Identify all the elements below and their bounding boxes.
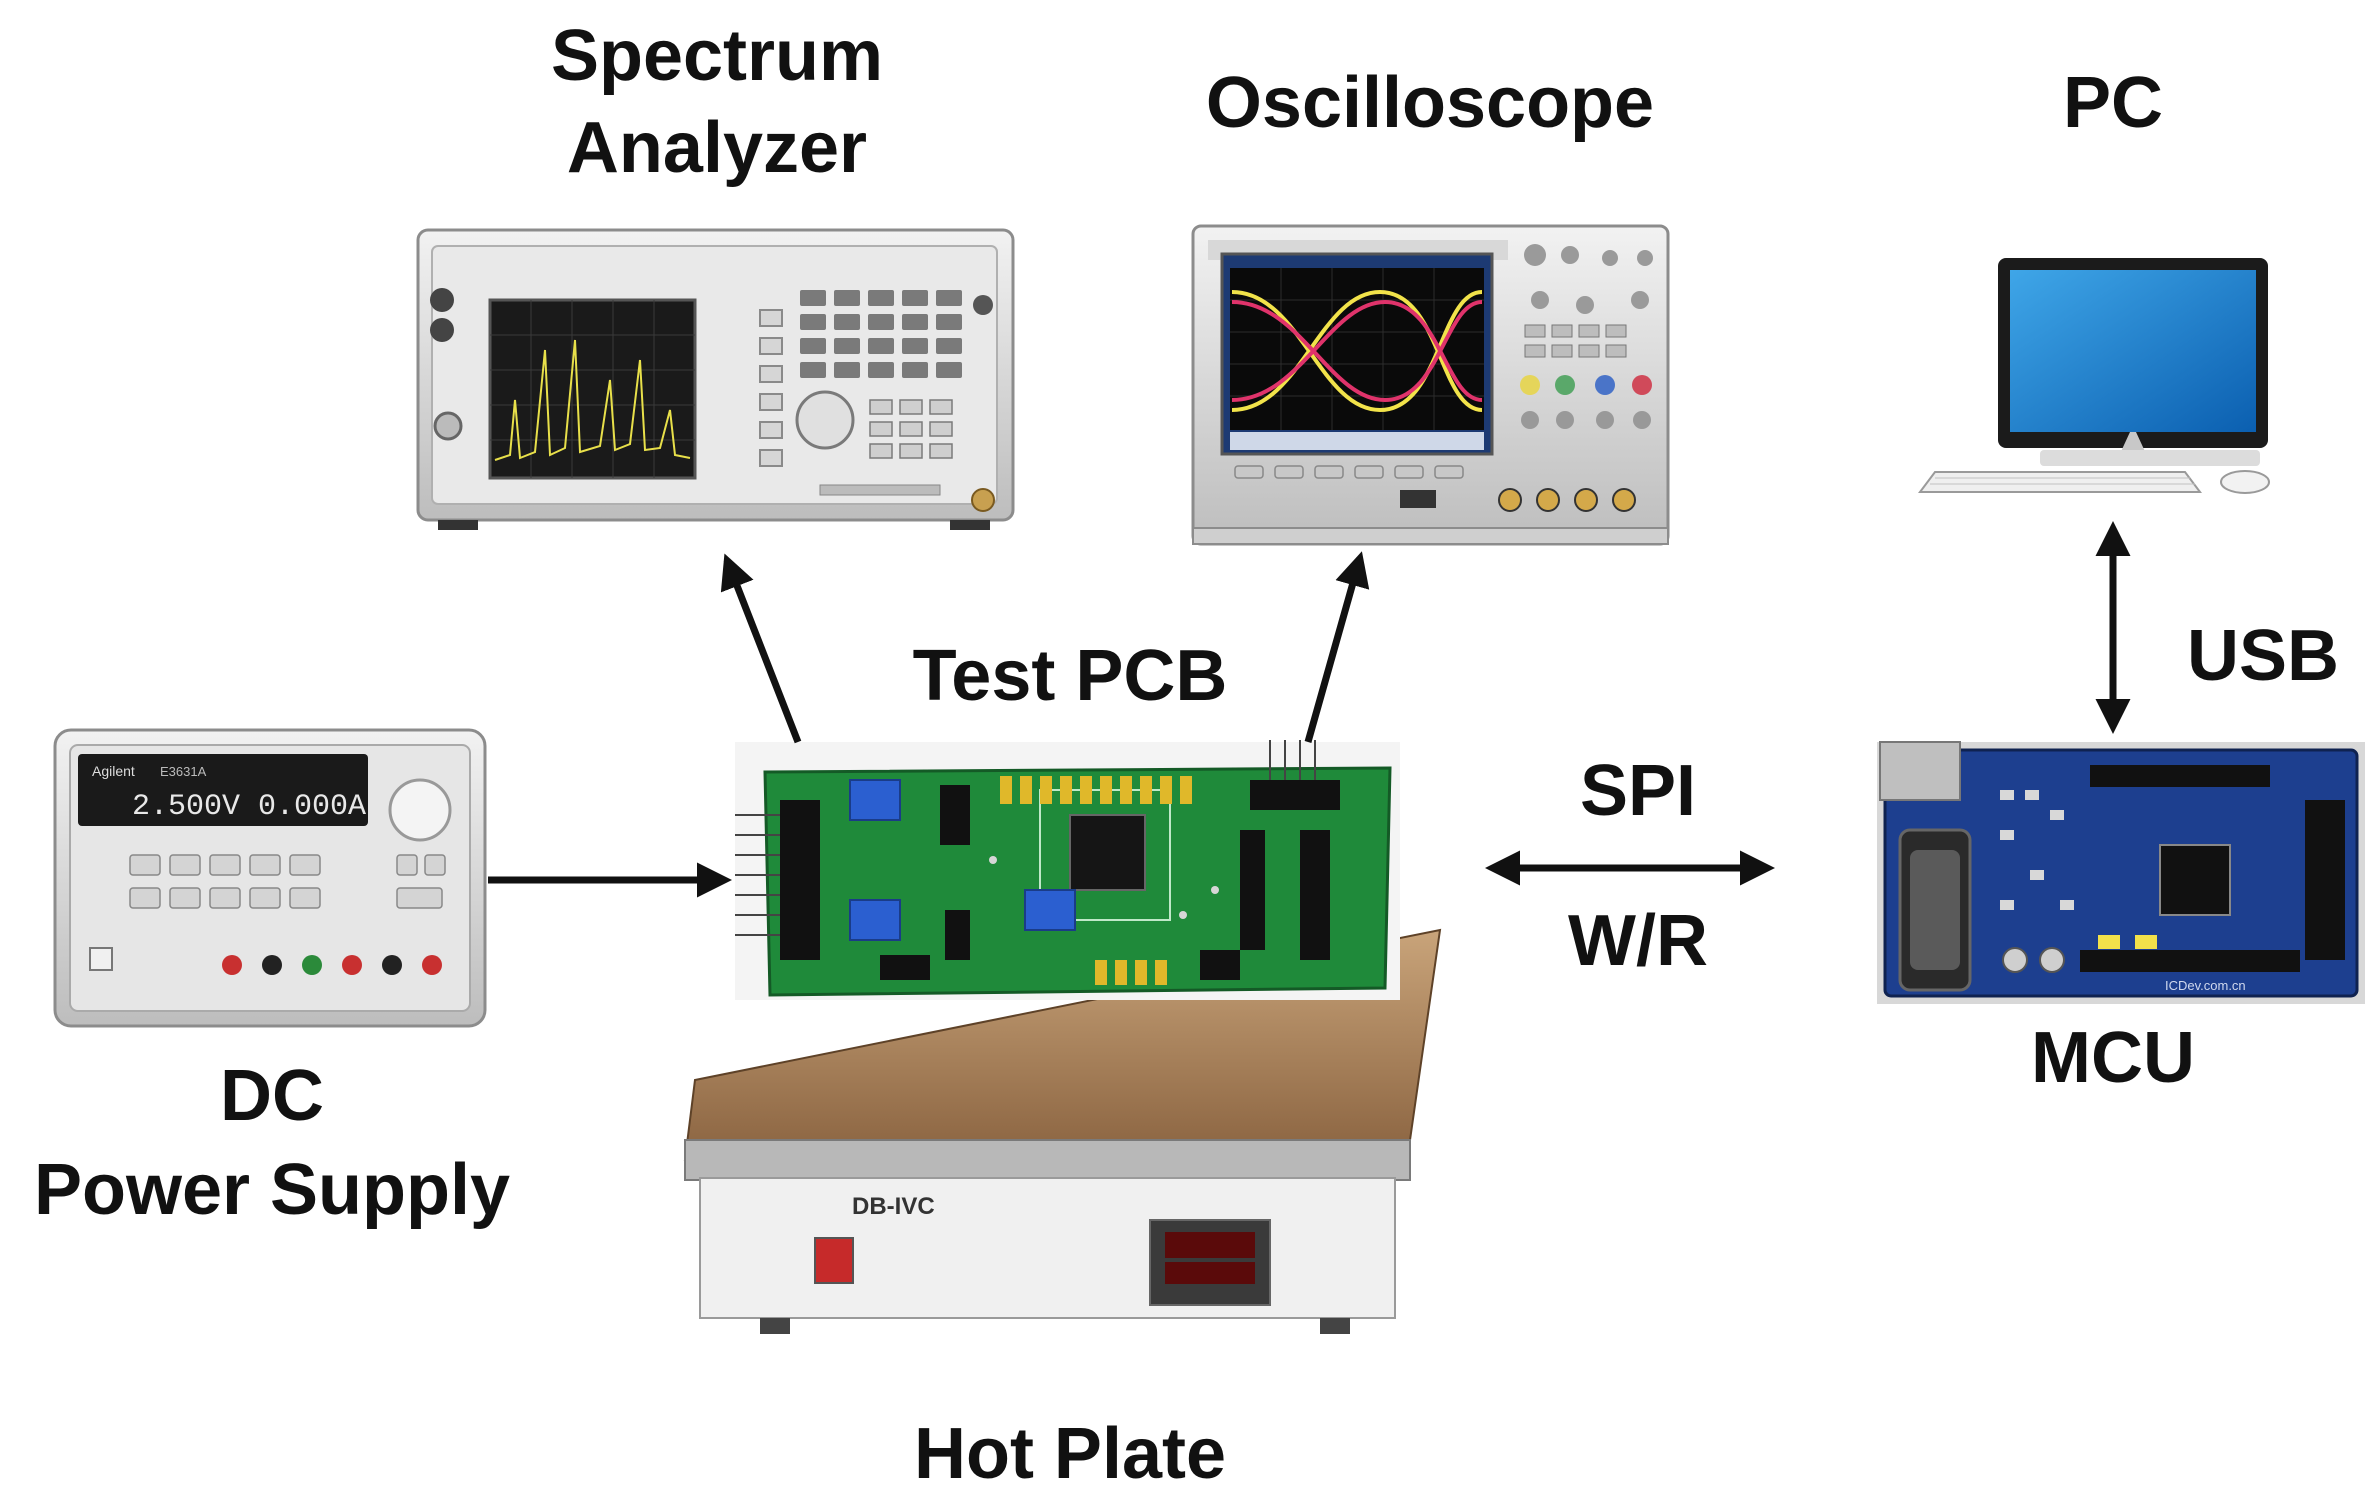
label-test-pcb: Test PCB [913, 636, 1228, 716]
oscilloscope-device [1191, 224, 1670, 546]
label-spectrum-line1: Spectrum [551, 16, 883, 96]
mcu-board-device: ICDev.com.cn [1877, 741, 2365, 1004]
label-wr: W/R [1568, 901, 1708, 981]
spectrum-analyzer-device [416, 228, 1015, 530]
hot-plate-model-text: DB-IVC [852, 1193, 935, 1220]
mcu-site-text: ICDev.com.cn [2165, 978, 2246, 993]
label-usb: USB [2187, 616, 2339, 696]
label-mcu: MCU [2031, 1018, 2195, 1098]
label-pc: PC [2063, 63, 2163, 143]
arrow-pcb-to-oscilloscope [1304, 551, 1370, 743]
label-spi: SPI [1580, 751, 1696, 831]
label-dc-line1: DC [220, 1056, 324, 1136]
arrow-pcb-to-spectrum-analyzer [720, 553, 802, 744]
label-oscilloscope: Oscilloscope [1206, 63, 1654, 143]
label-hot-plate: Hot Plate [914, 1414, 1226, 1494]
test-pcb-device [735, 740, 1400, 1000]
supply-display-readout: 2.500V 0.000A [132, 790, 366, 824]
label-spectrum-line2: Analyzer [567, 108, 867, 188]
supply-model-text: E3631A [160, 764, 207, 779]
pc-device [1918, 258, 2270, 494]
label-dc-line2: Power Supply [34, 1150, 510, 1230]
dc-power-supply-device: Agilent E3631A 2.500V 0.000A [53, 728, 487, 1028]
supply-brand-text: Agilent [92, 763, 135, 779]
